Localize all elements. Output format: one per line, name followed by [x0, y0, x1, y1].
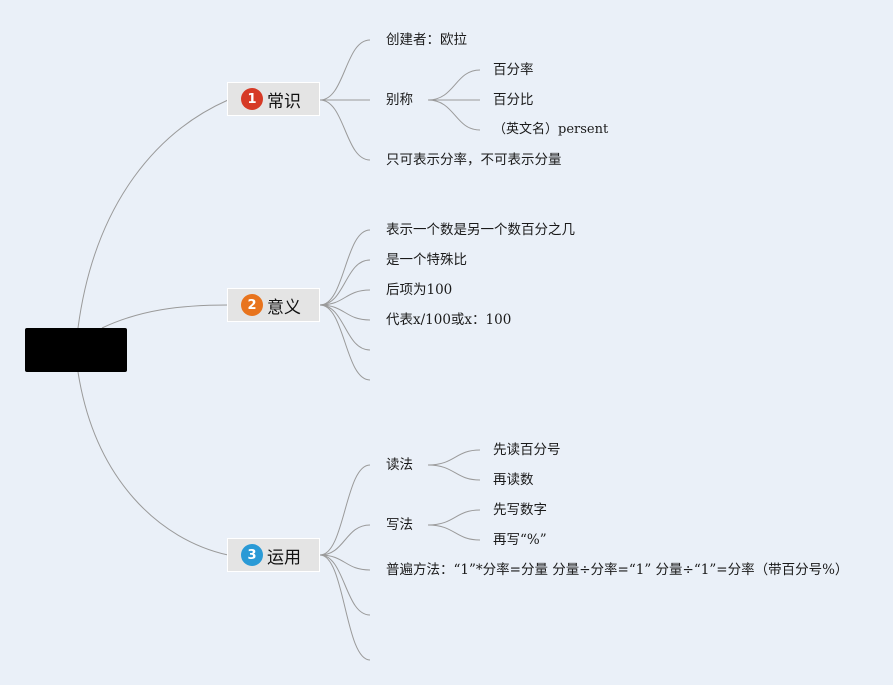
connector-b2-4 — [319, 304, 371, 321]
leaf-alias-item[interactable]: 百分率 — [493, 62, 534, 78]
root-node[interactable] — [25, 328, 127, 372]
connector-b3-general — [319, 554, 371, 571]
branch-label: 常识 — [267, 91, 301, 112]
connector-root-branch3 — [77, 371, 229, 556]
leaf-read-item[interactable]: 先读百分号 — [493, 442, 561, 458]
connector-b2-2 — [319, 259, 371, 306]
leaf-write-item[interactable]: 先写数字 — [493, 502, 547, 518]
connector-read-1 — [427, 449, 481, 466]
leaf-write-item[interactable]: 再写“%” — [493, 532, 547, 548]
connector-write-2 — [427, 524, 481, 541]
connector-b1-only — [319, 99, 371, 161]
connector-b3-write — [319, 524, 371, 556]
connector-b3-read — [319, 464, 371, 556]
connector-root-branch1 — [77, 99, 229, 329]
branch-node-changshi[interactable]: 1 常识 — [227, 82, 320, 116]
connector-b1-creator — [319, 39, 371, 101]
connector-write-1 — [427, 509, 481, 526]
leaf-general[interactable]: 普遍方法：“1”*分率=分量 分量÷分率=“1” 分量÷“1”=分率（带百分号%… — [386, 562, 849, 578]
connector-b2-3 — [319, 289, 371, 306]
leaf-meaning[interactable]: 后项为100 — [386, 282, 453, 298]
branch-node-yiyi[interactable]: 2 意义 — [227, 288, 320, 322]
leaf-meaning[interactable]: 表示一个数是另一个数百分之几 — [386, 222, 575, 238]
leaf-alias-item[interactable]: （英文名）persent — [493, 122, 609, 137]
branch-label: 意义 — [267, 297, 301, 318]
leaf-write[interactable]: 写法 — [386, 517, 413, 533]
leaf-alias[interactable]: 别称 — [386, 92, 413, 108]
branch-node-yunyong[interactable]: 3 运用 — [227, 538, 320, 572]
leaf-read-item[interactable]: 再读数 — [493, 472, 534, 488]
leaf-read[interactable]: 读法 — [386, 457, 413, 473]
number-badge-icon: 2 — [241, 294, 263, 316]
connector-b3-5 — [319, 554, 371, 661]
connector-b2-5 — [319, 304, 371, 351]
number-badge-icon: 3 — [241, 544, 263, 566]
leaf-meaning[interactable]: 代表x/100或x：100 — [386, 312, 512, 328]
leaf-only[interactable]: 只可表示分率，不可表示分量 — [386, 152, 562, 168]
connector-b2-6 — [319, 304, 371, 381]
connector-b2-1 — [319, 229, 371, 306]
leaf-creator[interactable]: 创建者：欧拉 — [386, 32, 467, 48]
connector-read-2 — [427, 464, 481, 481]
leaf-alias-item[interactable]: 百分比 — [493, 92, 534, 108]
branch-label: 运用 — [267, 547, 301, 568]
number-badge-icon: 1 — [241, 88, 263, 110]
connector-b3-4 — [319, 554, 371, 616]
leaf-meaning[interactable]: 是一个特殊比 — [386, 252, 467, 268]
connector-root-branch2 — [101, 304, 229, 329]
connector-alias-3 — [427, 99, 481, 131]
connector-alias-1 — [427, 69, 481, 101]
